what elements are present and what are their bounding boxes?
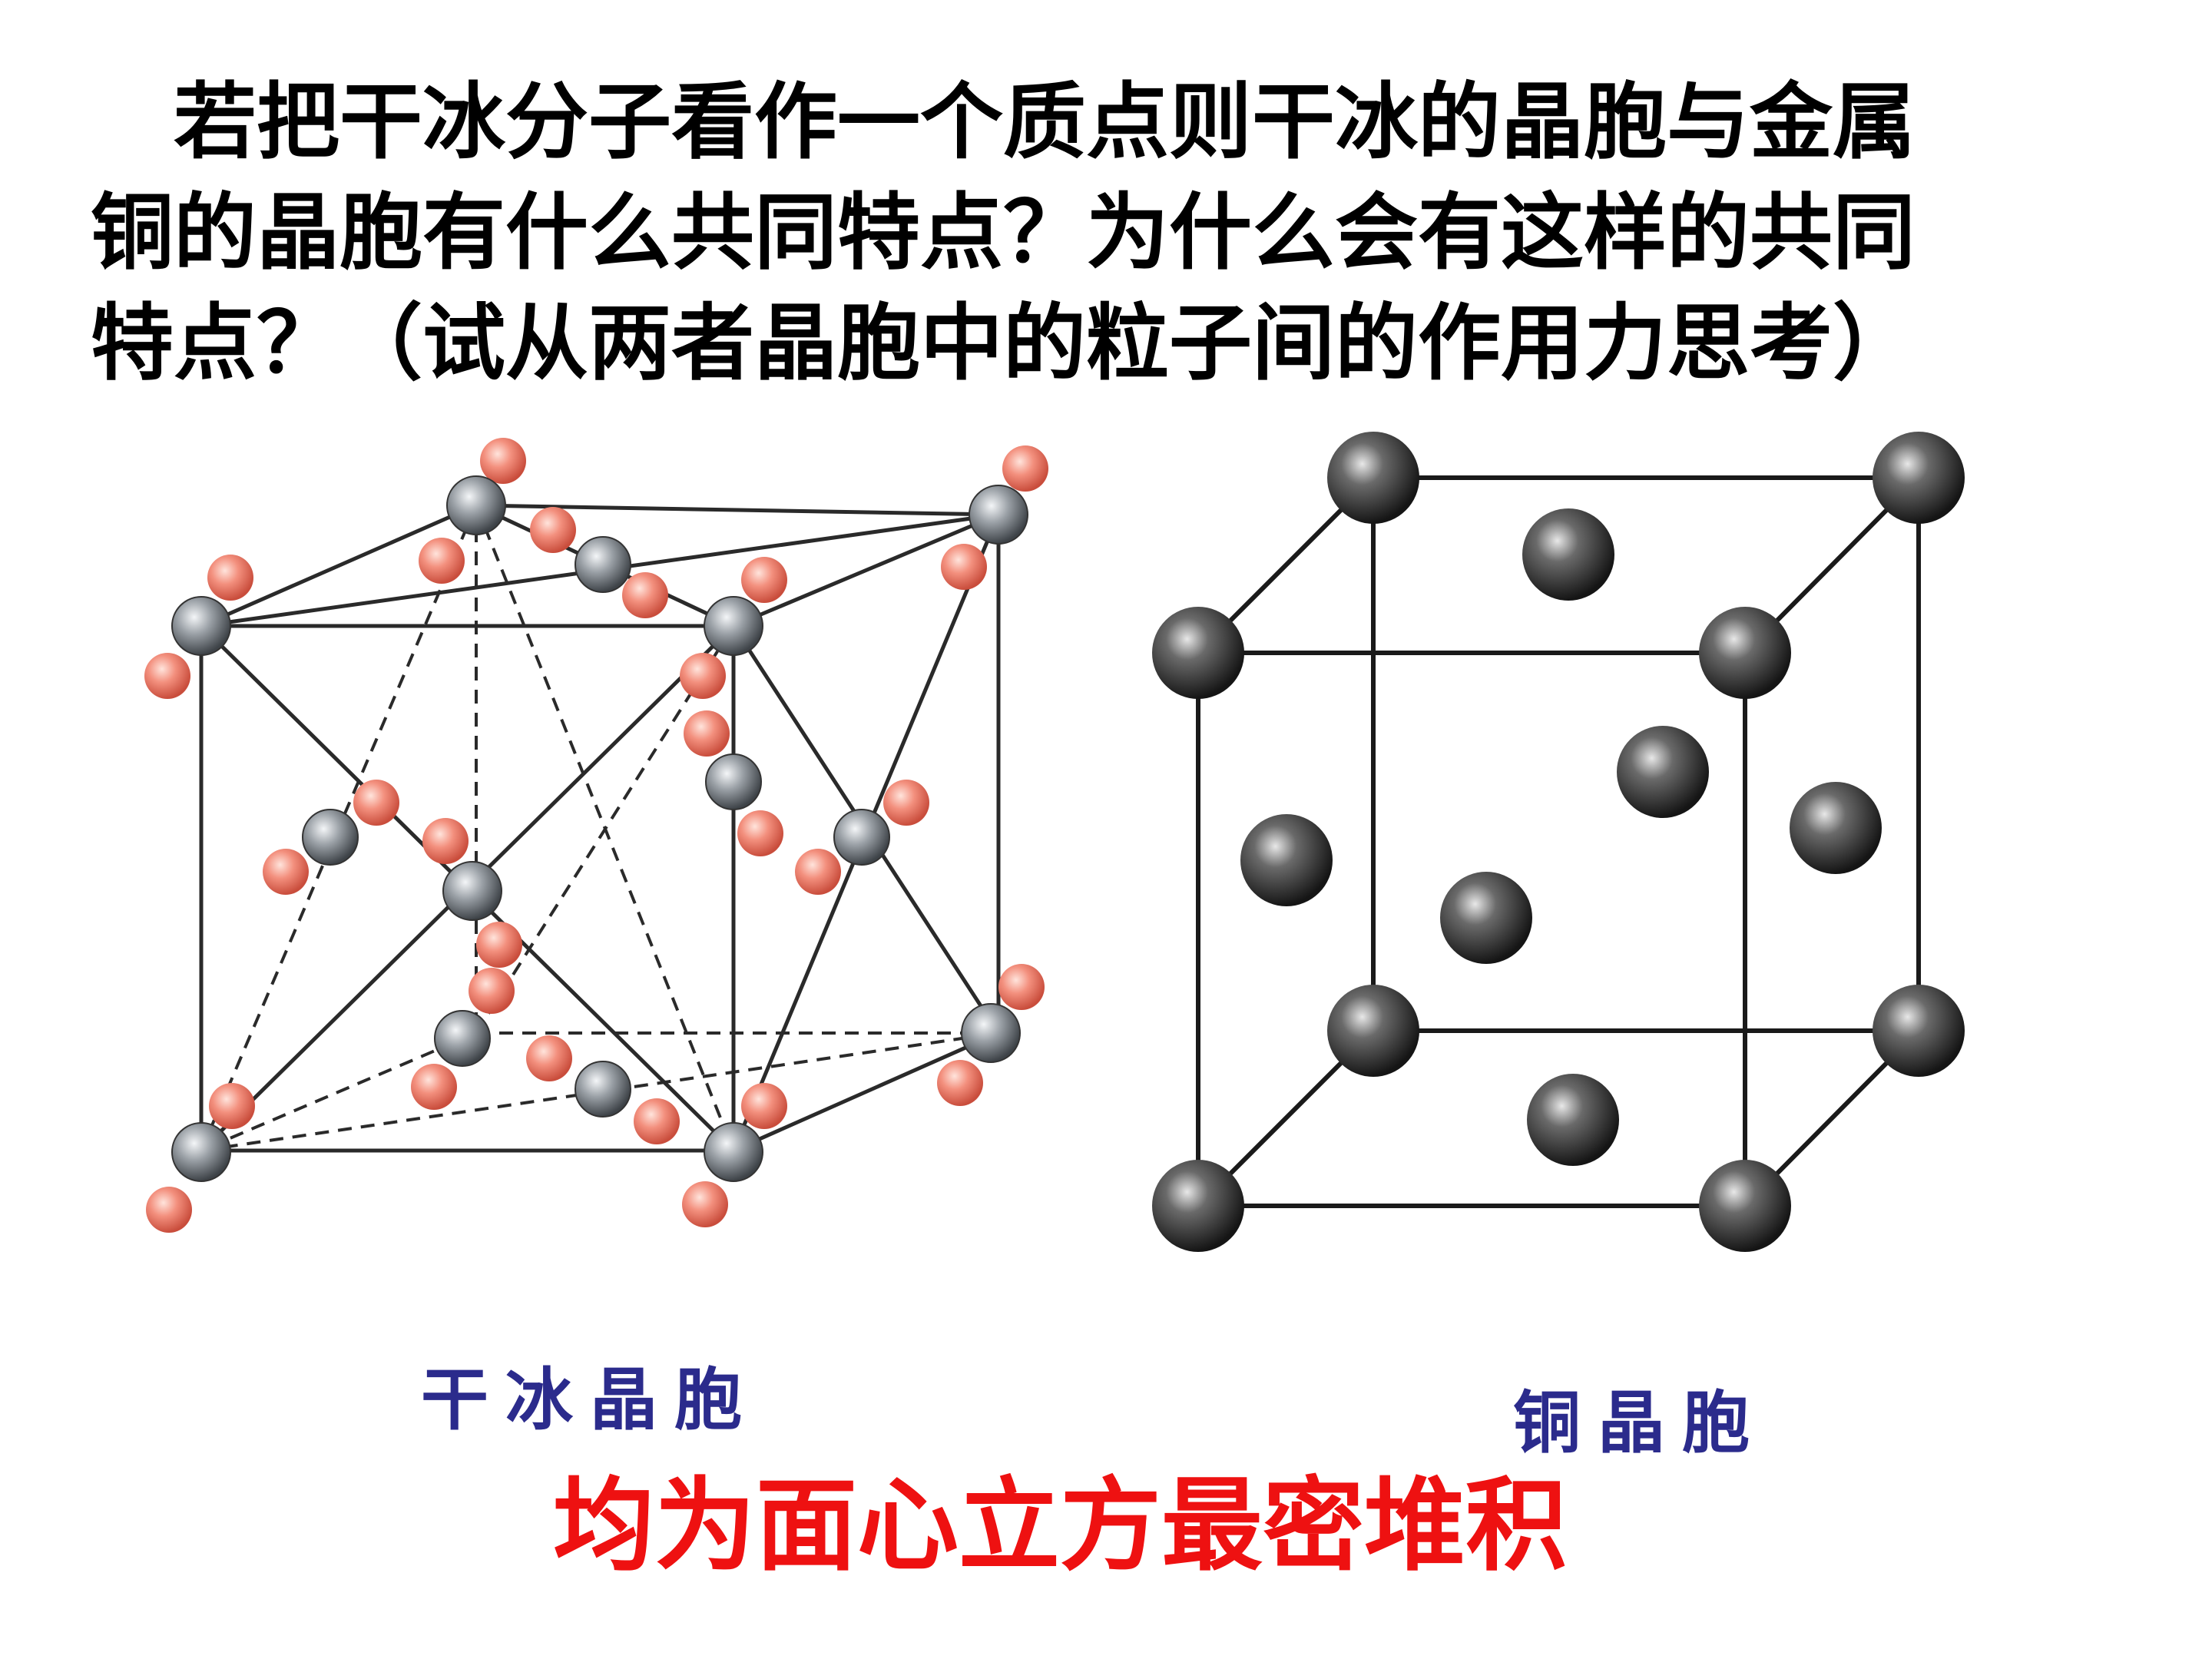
dry-ice-cube-edges bbox=[199, 503, 1001, 1153]
copper-atoms bbox=[1152, 432, 1965, 1252]
question-line-2: 铜的晶胞有什么共同特点？为什么会有这样的共同 bbox=[91, 185, 1916, 281]
question-line-3: 特点？（试从两者晶胞中的粒子间的作用力思考） bbox=[91, 296, 1916, 392]
question-line-1: 若把干冰分子看作一个质点则干冰的晶胞与金属 bbox=[174, 75, 1916, 171]
conclusion-text: 均为面心立方最密堆积 bbox=[553, 1467, 1567, 1585]
oxygen-atoms bbox=[144, 438, 1048, 1233]
question-text: 若把干冰分子看作一个质点则干冰的晶胞与金属 铜的晶胞有什么共同特点？为什么会有这… bbox=[91, 68, 2118, 399]
copper-caption: 铜晶胞 bbox=[1513, 1382, 1767, 1462]
dry-ice-caption: 干冰晶胞 bbox=[421, 1359, 760, 1439]
carbon-atoms bbox=[171, 475, 1028, 1182]
